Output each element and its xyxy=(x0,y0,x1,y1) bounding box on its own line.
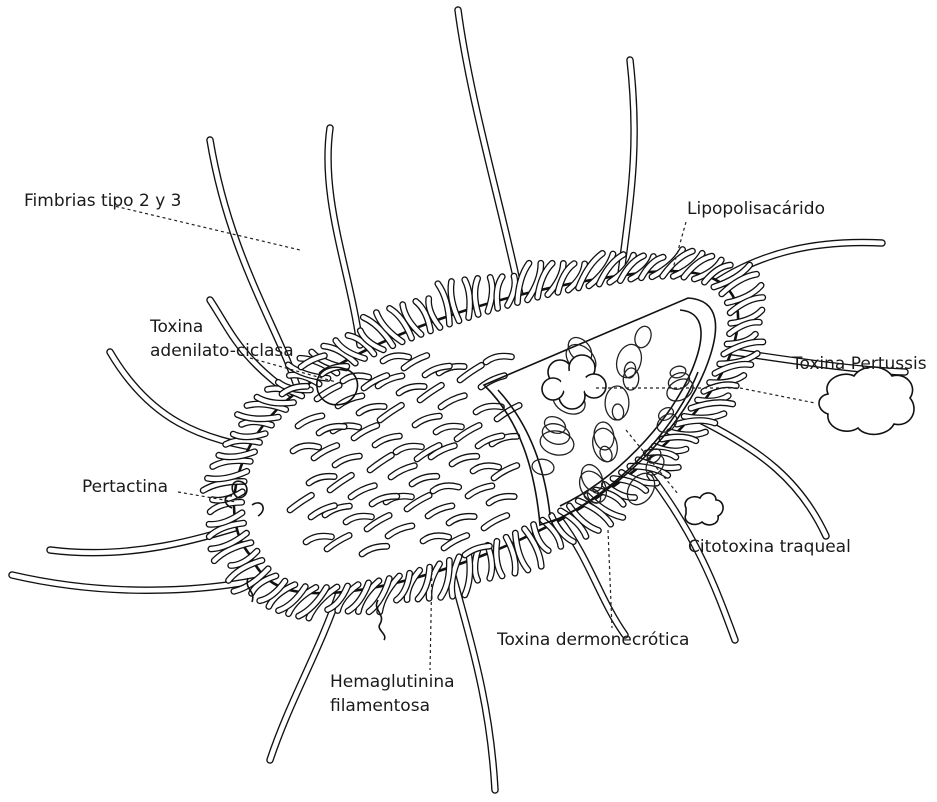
leader-fimbrias xyxy=(110,205,300,250)
label-adenilato-line1: Toxina xyxy=(149,317,203,337)
label-toxina-pertussis: Toxina Pertussis xyxy=(791,354,927,374)
label-toxina-dermonecrotica: Toxina dermonecrótica xyxy=(496,630,689,650)
label-hemaglutinina-line1: Hemaglutinina xyxy=(330,672,455,692)
label-lipopolisacarido: Lipopolisacárido xyxy=(687,199,825,219)
citotoxina-traqueal-cloud xyxy=(685,493,723,525)
label-adenilato-line2: adenilato-ciclasa xyxy=(150,341,294,361)
label-hemaglutinina-line2: filamentosa xyxy=(330,696,430,716)
toxina-pertussis-cloud xyxy=(819,367,914,434)
fimbria-fill xyxy=(328,128,360,345)
label-fimbrias: Fimbrias tipo 2 y 3 xyxy=(24,191,182,211)
label-citotoxina-traqueal: Citotoxina traqueal xyxy=(688,537,851,557)
label-pertactina: Pertactina xyxy=(82,477,168,497)
fimbria-fill xyxy=(450,565,495,790)
